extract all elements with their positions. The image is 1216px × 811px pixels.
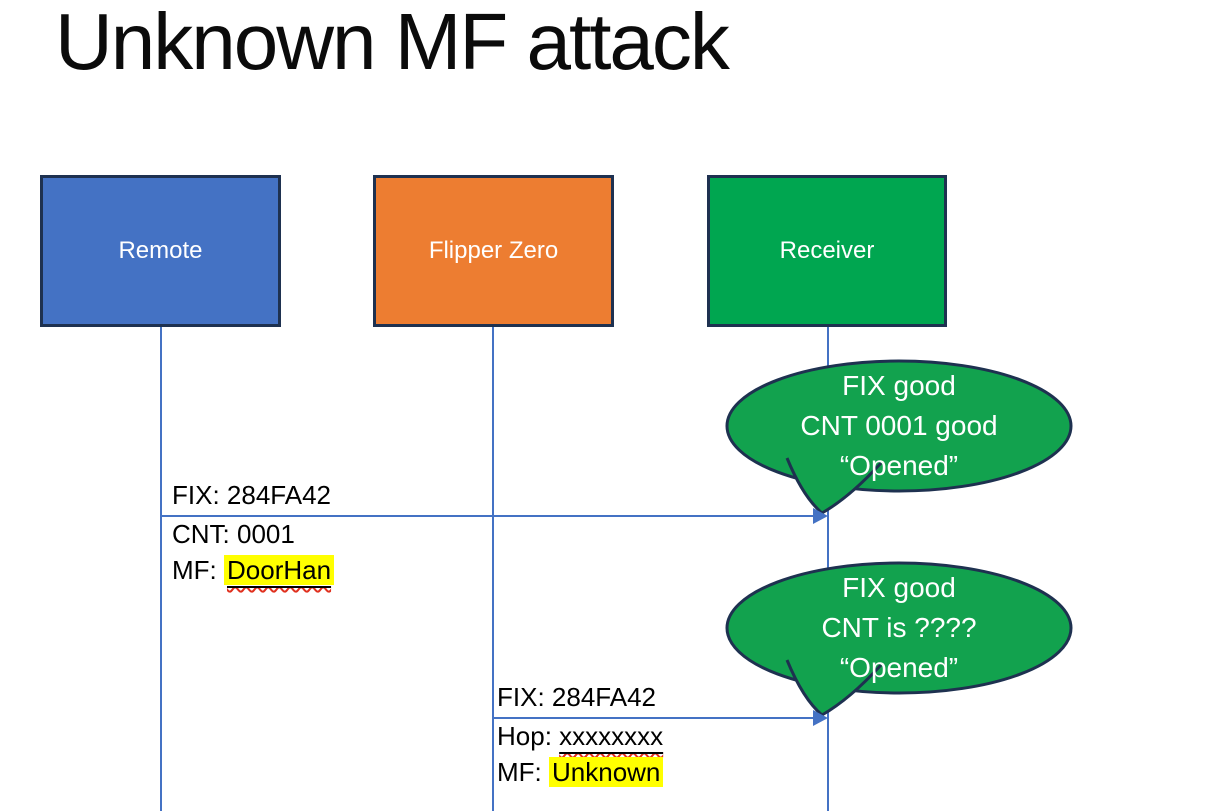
message-1-line-3-prefix: MF:	[172, 555, 224, 585]
message-2-line-1: FIX: 284FA42	[497, 682, 656, 712]
speech-bubble-1-line-2: CNT 0001 good	[800, 410, 998, 441]
message-1-arrow-line	[161, 515, 816, 517]
lifeline-flipper-zero	[492, 327, 494, 811]
message-1-highlight-text: DoorHan	[227, 555, 332, 585]
message-2-underlined-text: xxxxxxxx	[559, 721, 664, 751]
speech-bubble-2-line-2: CNT is ????	[821, 612, 977, 643]
speech-bubble-2	[725, 561, 1073, 717]
message-2-line-2: Hop: xxxxxxxx	[497, 721, 663, 752]
actor-box-remote: Remote	[40, 175, 281, 327]
speech-bubble-1-line-1: FIX good	[842, 370, 956, 401]
message-2-highlight: Unknown	[549, 757, 664, 787]
actor-label-receiver: Receiver	[779, 237, 875, 264]
message-2-highlight-text: Unknown	[552, 757, 661, 787]
speech-bubble-1-line-3: “Opened”	[839, 450, 959, 481]
speech-bubble-1-ellipse	[725, 359, 1073, 493]
message-2-line-3: MF: Unknown	[497, 757, 664, 788]
speech-bubble-2-text: FIX good CNT is ???? “Opened”	[727, 568, 1071, 688]
page-title: Unknown MF attack	[55, 0, 730, 86]
speech-bubble-2-line-3: “Opened”	[839, 652, 959, 683]
speech-bubble-1-text: FIX good CNT 0001 good “Opened”	[727, 366, 1071, 486]
speech-bubble-2-ellipse	[725, 561, 1073, 695]
message-2-arrow-line	[493, 717, 816, 719]
message-1-highlight: DoorHan	[224, 555, 335, 585]
actor-label-remote: Remote	[118, 237, 203, 264]
message-1-arrowhead-icon	[813, 508, 828, 524]
lifeline-remote	[160, 327, 162, 811]
message-2-line-2-prefix: Hop:	[497, 721, 560, 751]
message-1-line-2: CNT: 0001	[172, 519, 295, 549]
actor-box-receiver: Receiver	[707, 175, 947, 327]
speech-bubble-2-line-1: FIX good	[842, 572, 956, 603]
message-2-line-3-prefix: MF:	[497, 757, 549, 787]
message-2-arrowhead-icon	[813, 710, 828, 726]
message-1-line-1: FIX: 284FA42	[172, 480, 331, 510]
actor-label-flipper-zero: Flipper Zero	[428, 237, 559, 264]
message-1-line-3: MF: DoorHan	[172, 555, 335, 586]
actor-box-flipper-zero: Flipper Zero	[373, 175, 614, 327]
